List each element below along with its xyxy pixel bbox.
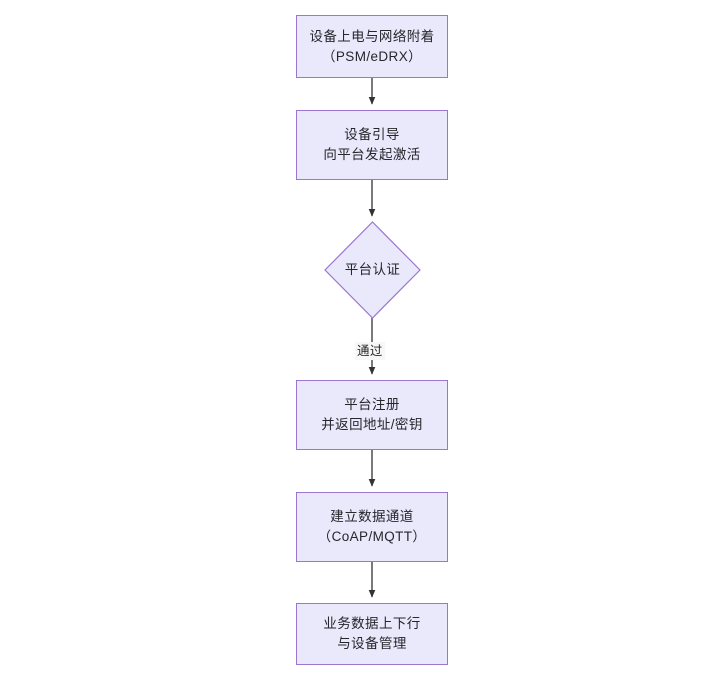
node-establish-data-channel[interactable]: 建立数据通道 （CoAP/MQTT） (296, 492, 448, 562)
node-device-bootstrap[interactable]: 设备引导 向平台发起激活 (296, 110, 448, 180)
edge-label-pass: 通过 (355, 342, 385, 360)
node-label-line1: 设备引导 (344, 127, 400, 142)
node-platform-register[interactable]: 平台注册 并返回地址/密钥 (296, 380, 448, 450)
node-label-line1: 平台认证 (344, 262, 401, 277)
node-label-line2: 与设备管理 (337, 636, 407, 651)
node-label-line2: 向平台发起激活 (323, 147, 421, 162)
node-label-line2: （CoAP/MQTT） (317, 529, 427, 544)
node-label-line1: 建立数据通道 (330, 509, 414, 524)
node-device-power-on[interactable]: 设备上电与网络附着 （PSM/eDRX） (296, 15, 448, 78)
node-label-line2: 并返回地址/密钥 (321, 417, 423, 432)
decision-node-shape (324, 221, 421, 319)
node-platform-auth[interactable]: 平台认证 (325, 222, 420, 318)
node-label-line2: （PSM/eDRX） (321, 48, 423, 64)
node-business-data-and-device-mgmt[interactable]: 业务数据上下行 与设备管理 (296, 603, 448, 665)
node-label-line1: 平台注册 (344, 397, 400, 412)
node-label-line1: 设备上电与网络附着 (309, 28, 435, 44)
node-label-line1: 业务数据上下行 (323, 616, 421, 631)
